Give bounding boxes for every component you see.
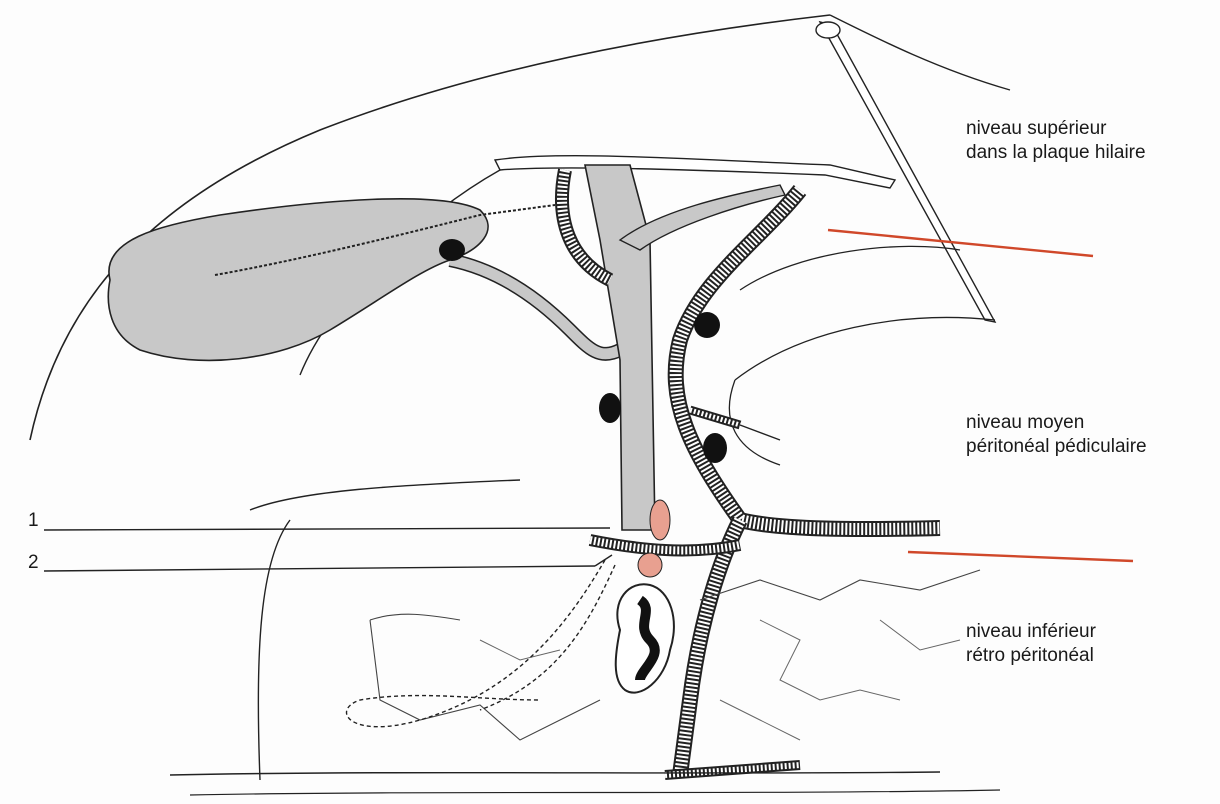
pointer-line-2 [44,566,595,571]
branch-stub [740,425,780,440]
lymph-node-1 [439,239,465,261]
level-middle-line2: péritonéal pédiculaire [966,435,1147,459]
gallbladder [108,199,488,361]
level-upper-line1: niveau supérieur [966,117,1146,141]
lobe-curve-1 [740,246,960,290]
pancreas-outline [370,570,980,740]
lymph-node-3 [599,393,621,423]
dashed-duct-2 [480,565,615,710]
level-lower-line1: niveau inférieur [966,620,1096,644]
lymph-node-2 [694,312,720,338]
marker-1: 1 [28,510,39,532]
pink-node-upper [650,500,670,540]
level-middle-label: niveau moyen péritonéal pédiculaire [966,411,1147,459]
marker-2: 2 [28,552,39,574]
base-line [170,772,940,775]
lymph-node-4 [703,433,727,463]
duodenum-outline [250,480,520,510]
pancreas-lobules [480,620,960,740]
pointer-line-2-tail [595,555,612,566]
level-lower-line2: rétro péritonéal [966,644,1096,668]
level-lower-label: niveau inférieur rétro péritonéal [966,620,1096,668]
level-upper-label: niveau supérieur dans la plaque hilaire [966,117,1146,165]
level-line-lower [908,552,1133,561]
lobe-curve-2 [735,318,995,381]
level-line-upper [828,230,1093,256]
hilar-plate [495,156,895,188]
duodenum-wall [258,520,290,780]
pink-node-lower [638,553,662,577]
base-line-2 [190,790,1000,795]
ligament-tip [816,22,840,38]
level-middle-line1: niveau moyen [966,411,1147,435]
hepatic-artery-fill [676,190,940,529]
level-upper-line2: dans la plaque hilaire [966,141,1146,165]
dashed-duct [347,560,606,727]
pointer-line-1 [44,528,610,530]
